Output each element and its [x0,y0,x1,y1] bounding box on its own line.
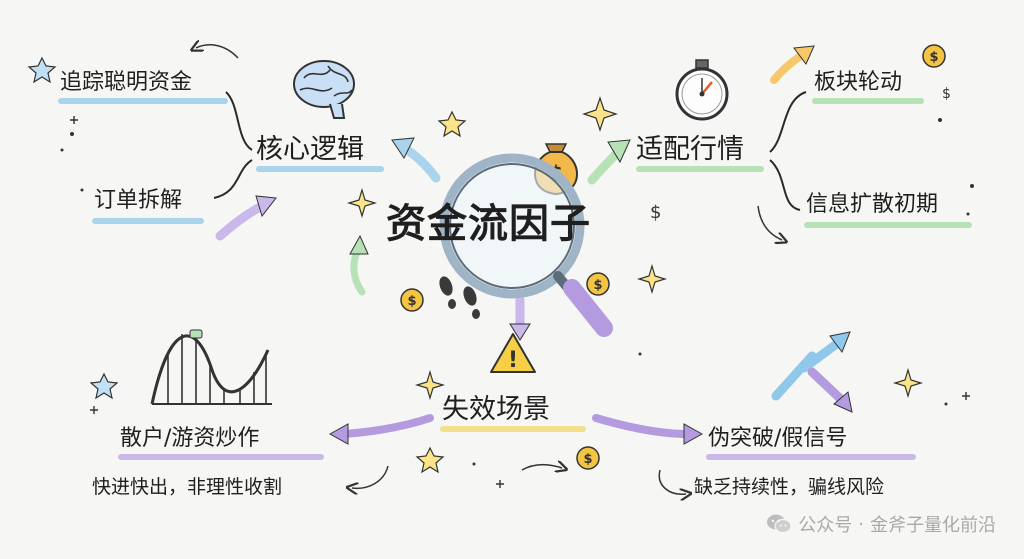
note-false-breakout: 缺乏持续性，骗线风险 [694,476,885,498]
star-icon [415,110,467,474]
warning-icon: ! [490,333,536,373]
orange-arrow-to-rotation [770,45,815,84]
highlight-rotation [812,98,924,104]
wechat-icon [767,514,792,534]
highlight-fit [636,166,764,172]
watermark-separator: · [858,513,864,535]
sparkle-icon [346,96,924,401]
curved-arrow-bottom-left [352,465,389,488]
node-retail-speculation: 散户/游资炒作 [120,426,260,451]
purple-arrow-to-right-failure [592,414,704,445]
green-arrow-up-left [349,234,369,296]
node-sector-rotation: 板块轮动 [814,70,903,95]
star-icon [27,56,119,400]
branch-failure-scenarios: 失效场景 [442,394,550,425]
coin-icon: $ [576,446,600,470]
branch-core-logic: 核心逻辑 [256,134,364,165]
watermark-name: 金斧子量化前沿 [870,515,996,536]
svg-text:!: ! [508,348,518,373]
curved-arrow-bottom-middle [521,465,562,471]
decor-dots [60,118,974,466]
center-topic: 资金流因子 [386,201,591,247]
curved-arrow-top-left [196,45,239,59]
green-arrow-to-fit [587,139,631,185]
purple-arrow-down [509,295,531,341]
highlight-false-breakout [706,454,916,460]
curved-arrow-bottom-right [658,469,686,494]
coin-icon: $ [586,272,610,296]
curved-arrow-right-down [757,205,782,240]
blue-arrow-to-core [391,137,441,183]
svg-text:$: $ [407,294,416,309]
svg-text:$: $ [593,278,602,293]
highlight-orders [92,218,204,224]
purple-arrow-to-orders [215,195,277,241]
svg-text:$: $ [583,452,592,467]
note-retail-speculation: 快进快出，非理性收割 [92,476,283,498]
rollercoaster-icon [150,329,272,405]
magnifier-icon [439,153,613,337]
watermark-channel: 公众号 [798,515,853,536]
node-tracking-smart-money: 追踪聪明资金 [60,70,193,95]
footprints-icon [439,276,480,319]
node-false-breakout: 伪突破/假信号 [708,426,848,451]
coin-icon: $ [400,288,424,312]
coin-icon: $ [922,44,946,68]
connector-fit-to-rotation [769,91,807,153]
dollar-icon: $ [942,86,951,102]
svg-text:$: $ [929,50,938,65]
highlight-tracking [58,98,228,104]
purple-arrow-to-left-failure [328,414,434,445]
highlight-diffusion [804,222,972,228]
highlight-failure [440,426,586,432]
node-info-diffusion: 信息扩散初期 [806,192,939,217]
brain-icon [293,60,355,119]
highlight-core [256,166,384,172]
node-order-splitting: 订单拆解 [94,188,183,213]
connector-fit-to-diffusion [769,159,801,211]
dollar-icon: $ [650,202,661,223]
broken-arrow-icon [771,331,853,413]
connector-core-to-tracking [225,91,253,151]
branch-fit-market: 适配行情 [636,134,744,165]
stopwatch-icon [675,59,729,121]
highlight-retail [118,454,324,460]
connector-core-to-orders [213,159,253,199]
decor-plus [70,116,970,488]
watermark: 公众号 · 金斧子量化前沿 [766,511,996,537]
